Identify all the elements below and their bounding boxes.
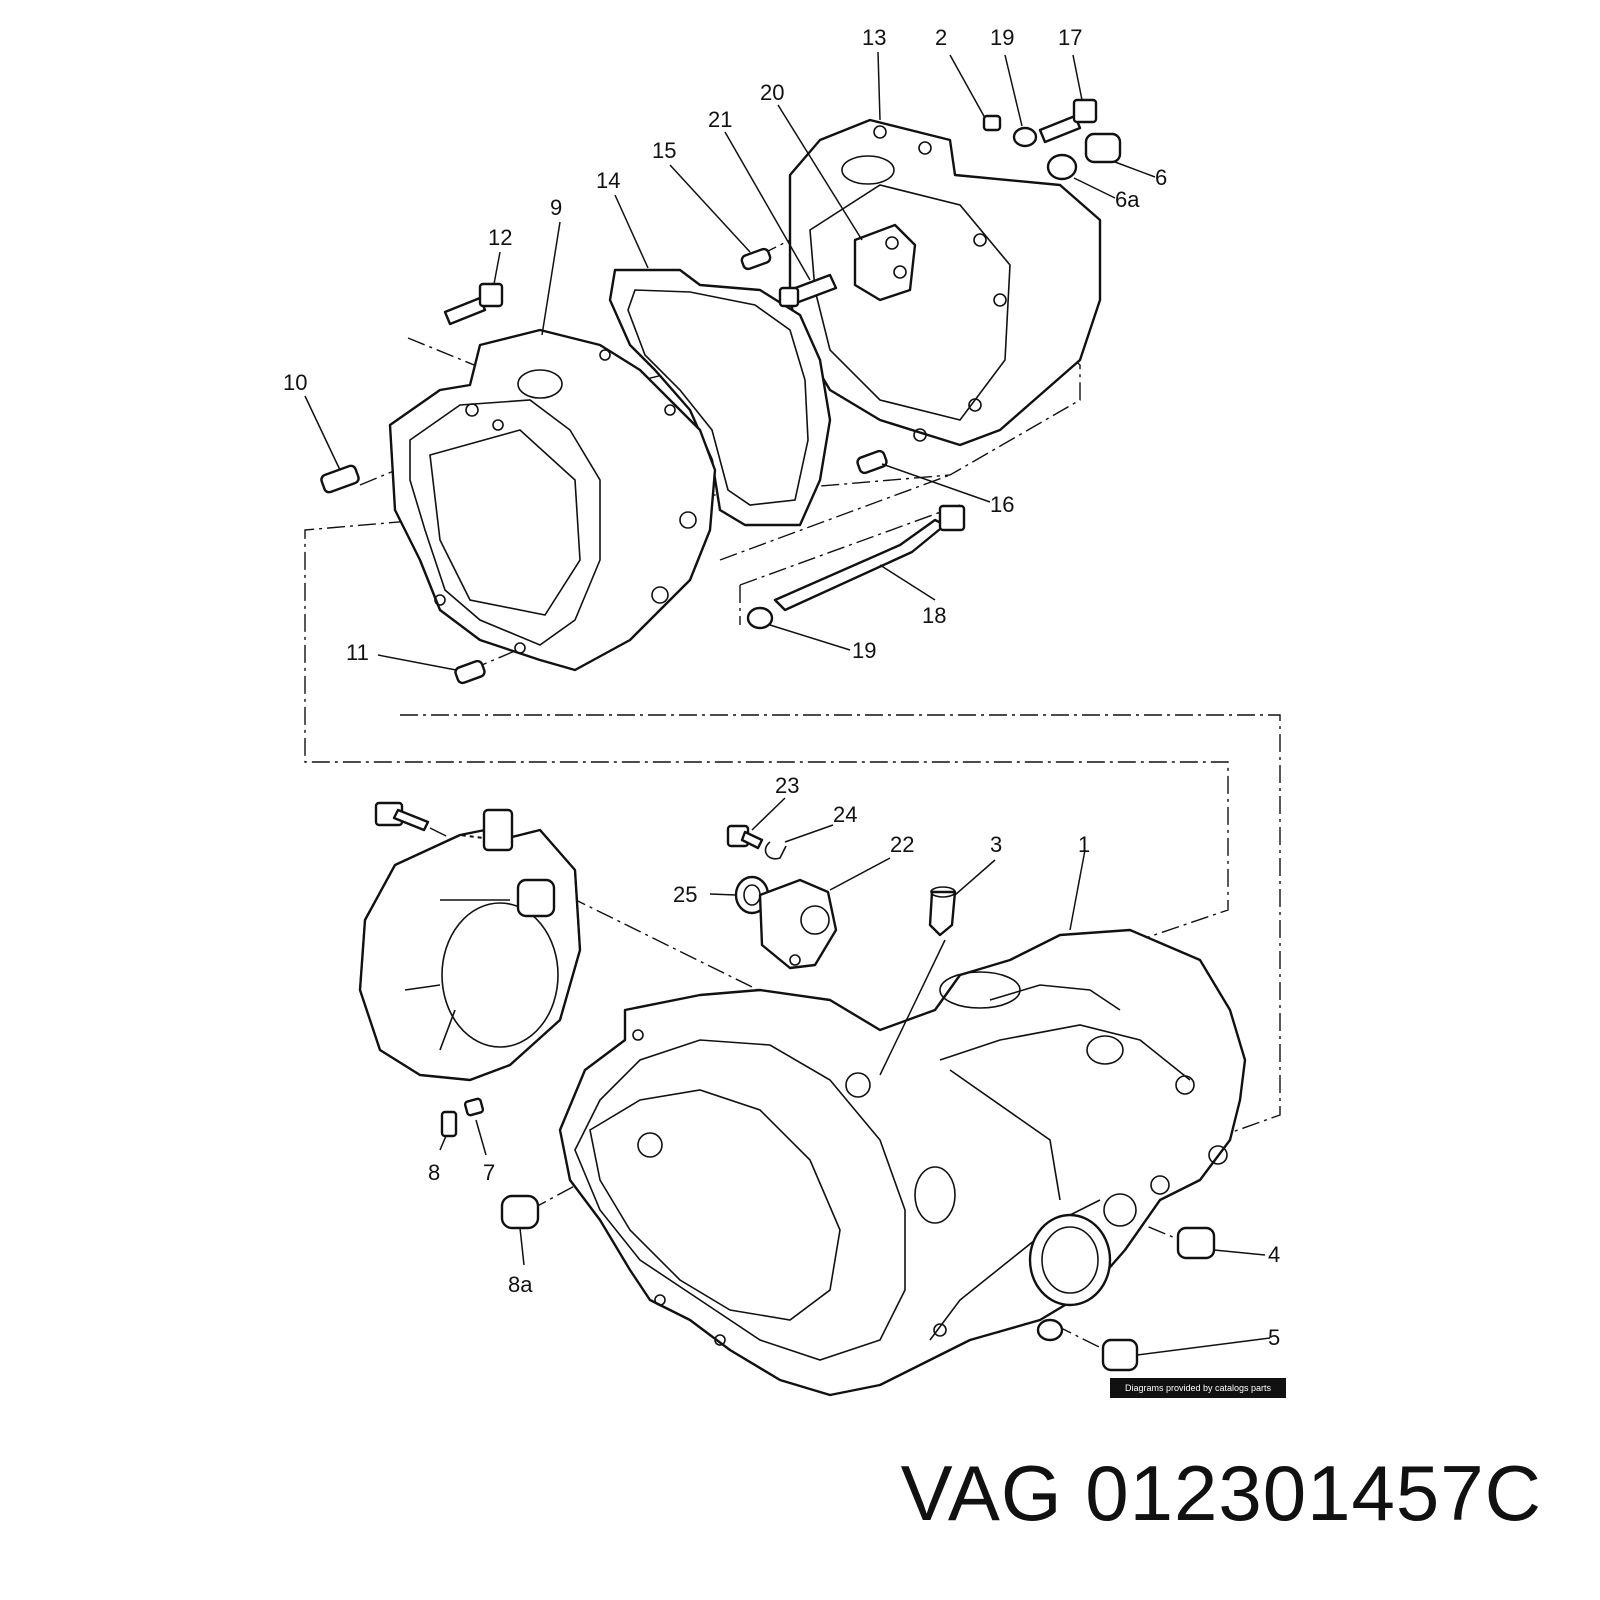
callout-8: 8 [428, 1160, 440, 1185]
callout-14: 14 [596, 168, 620, 193]
callout-19-lower: 19 [852, 638, 876, 663]
callout-8a: 8a [508, 1272, 533, 1297]
callout-25: 25 [673, 882, 697, 907]
callout-20: 20 [760, 80, 784, 105]
callout-22: 22 [890, 832, 914, 857]
callout-labels: 13 2 19 17 20 21 15 14 9 12 6 6a 10 16 1… [283, 25, 1280, 1350]
intermediate-housing-9 [388, 328, 717, 672]
callout-7: 7 [483, 1160, 495, 1185]
callout-24: 24 [833, 802, 857, 827]
part-number-title: VAG 012301457C [900, 1449, 1542, 1537]
bell-cover [358, 808, 582, 1082]
main-housing-1 [558, 928, 1247, 1397]
callout-11: 11 [346, 640, 369, 665]
callout-4: 4 [1268, 1242, 1280, 1267]
callout-1: 1 [1078, 832, 1090, 857]
callout-18: 18 [922, 603, 946, 628]
callout-2: 2 [935, 25, 947, 50]
rear-cover-13 [788, 118, 1102, 447]
callout-23: 23 [775, 773, 799, 798]
callout-21: 21 [708, 107, 732, 132]
callout-16: 16 [990, 492, 1014, 517]
callout-5: 5 [1268, 1325, 1280, 1350]
callout-3: 3 [990, 832, 1002, 857]
callout-10: 10 [283, 370, 307, 395]
callout-9: 9 [550, 195, 562, 220]
callout-6a: 6a [1115, 187, 1140, 212]
leader-lines [304, 51, 1271, 1356]
small-parts [320, 98, 1216, 1372]
callout-19: 19 [990, 25, 1014, 50]
callout-12: 12 [488, 225, 512, 250]
callout-13: 13 [862, 25, 886, 50]
callout-6: 6 [1155, 165, 1167, 190]
callout-17: 17 [1058, 25, 1082, 50]
diagram-credit-badge: Diagrams provided by catalogs parts [1110, 1378, 1286, 1398]
callout-15: 15 [652, 138, 676, 163]
gasket-14 [608, 268, 832, 527]
